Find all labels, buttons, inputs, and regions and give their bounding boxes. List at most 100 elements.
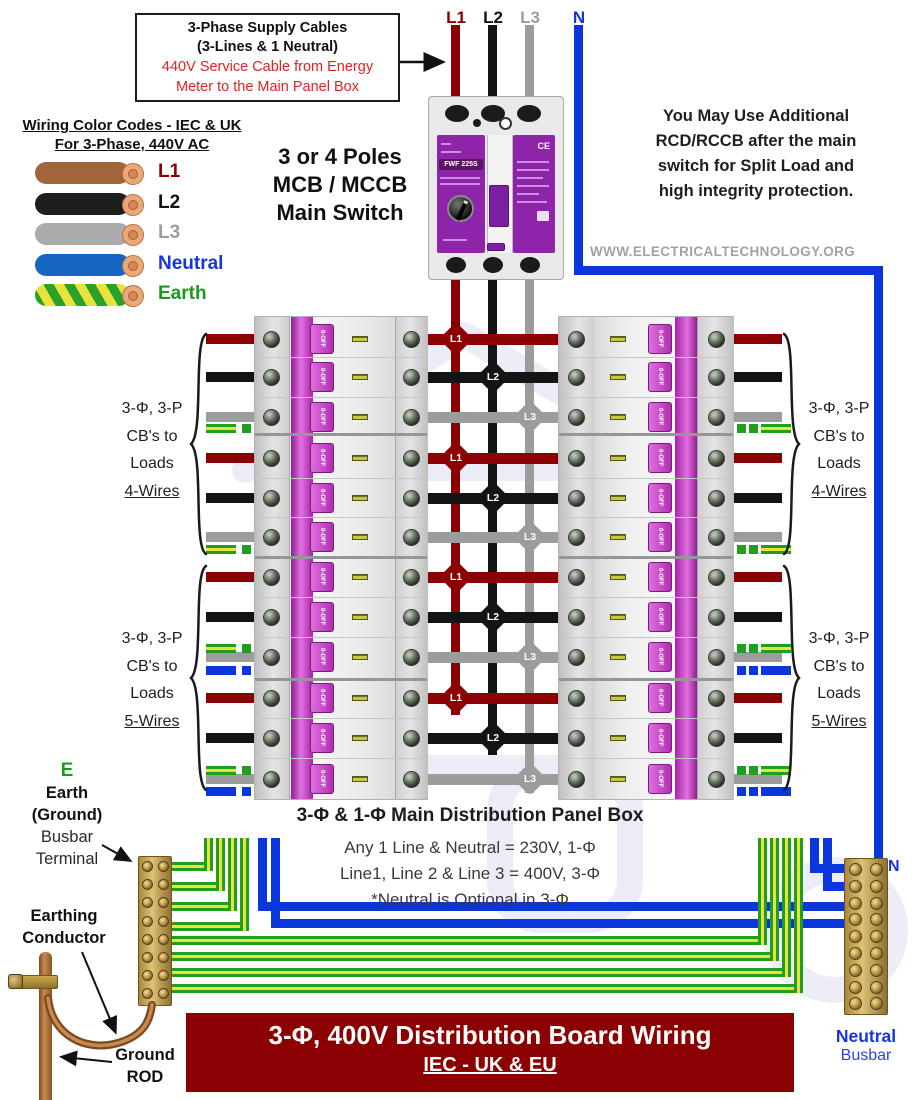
mccb-left-panel: FWF 225S (437, 135, 485, 253)
cable-marker-dash (242, 666, 251, 675)
legend-cable-core (122, 285, 144, 307)
breaker-toggle[interactable]: 0-OFF (648, 602, 672, 632)
toggle-label: 0-OFF (657, 408, 663, 426)
breaker-terminal-screw (262, 408, 280, 426)
busbar-screw (158, 988, 169, 1000)
phase-node-l3: L3 (512, 520, 547, 554)
breaker-terminal-screw (402, 330, 420, 348)
legend-cable-core (122, 193, 144, 216)
breaker-terminal-screw (402, 608, 420, 626)
toggle-label: 0-OFF (657, 608, 663, 626)
mccb-toggle-handle[interactable] (489, 185, 509, 227)
breaker-terminal-screw (567, 408, 585, 426)
breaker-toggle[interactable]: 0-OFF (648, 483, 672, 513)
breaker-toggle[interactable]: 0-OFF (648, 723, 672, 753)
mccb-terminal (483, 257, 503, 273)
breaker-indicator-window (610, 374, 626, 380)
load-wire-right-l3 (730, 774, 782, 784)
mccb-terminal (481, 105, 505, 122)
toggle-label: 0-OFF (657, 770, 663, 788)
cable-marker-bar (761, 666, 791, 675)
phase-node-label: L1 (449, 692, 463, 704)
breaker-divider (559, 758, 733, 759)
phase-node-l1: L1 (439, 681, 473, 715)
website-watermark: WWW.ELECTRICALTECHNOLOGY.ORG (590, 244, 856, 259)
cb-label-line: 3-Φ, 3-P (121, 400, 183, 417)
toggle-label: 0-OFF (319, 729, 325, 747)
cable-marker-dash (737, 766, 746, 775)
cable-marker-bar (761, 424, 791, 433)
phase-node-label: L2 (486, 492, 499, 504)
cb-label-line: CB's to (126, 427, 178, 445)
phase-node-label: L2 (486, 611, 499, 623)
breaker-toggle[interactable]: 0-OFF (310, 723, 334, 753)
breaker-terminal-screw (402, 568, 420, 586)
breaker-terminal-screw (567, 330, 585, 348)
earth-wire-horizontal (170, 862, 213, 871)
phase-node-label: L1 (449, 571, 463, 583)
busbar-screw (870, 913, 883, 927)
phase-node-label: L3 (523, 651, 536, 663)
toggle-label: 0-OFF (319, 528, 325, 546)
mccb-main-switch: FWF 225S CE (428, 96, 564, 280)
neutral-wire-vertical (271, 838, 280, 928)
cb-label-line: CB's to (813, 427, 865, 445)
breaker-terminal-screw (402, 408, 420, 426)
breaker-toggle[interactable]: 0-OFF (648, 402, 672, 432)
earth-label-line: Busbar (40, 828, 94, 846)
panel-title: 3-Φ & 1-Φ Main Distribution Panel Box (296, 805, 644, 826)
breaker-toggle[interactable]: 0-OFF (648, 683, 672, 713)
breaker-terminal-screw (567, 770, 585, 788)
cb-label-right-4wires: 3-Φ, 3-P CB's to Loads 4-Wires (784, 395, 894, 505)
load-wire-left-l1 (206, 453, 258, 463)
breaker-toggle[interactable]: 0-OFF (310, 362, 334, 392)
breaker-terminal-screw (262, 729, 280, 747)
toggle-label: 0-OFF (657, 449, 663, 467)
breaker-toggle[interactable]: 0-OFF (310, 562, 334, 592)
cable-marker-bar (761, 766, 791, 775)
breaker-toggle[interactable]: 0-OFF (310, 764, 334, 794)
breaker-toggle[interactable]: 0-OFF (310, 683, 334, 713)
breaker-toggle[interactable]: 0-OFF (310, 602, 334, 632)
breaker-toggle[interactable]: 0-OFF (648, 443, 672, 473)
main-switch-line2: MCB / MCCB (272, 172, 408, 197)
breaker-divider (255, 478, 427, 479)
breaker-toggle[interactable]: 0-OFF (310, 522, 334, 552)
phase-node-l2: L2 (475, 360, 510, 394)
cb-label-line: 3-Φ, 3-P (121, 630, 183, 647)
breaker-toggle[interactable]: 0-OFF (648, 642, 672, 672)
breaker-toggle[interactable]: 0-OFF (648, 362, 672, 392)
breaker-toggle[interactable]: 0-OFF (648, 324, 672, 354)
neutral-feeder-wire-horizontal (574, 266, 883, 275)
breaker-divider (255, 597, 427, 598)
phase-node-l1: L1 (439, 560, 473, 594)
breaker-terminal-screw (262, 489, 280, 507)
legend-title-line1: Wiring Color Codes - IEC & UK (22, 117, 242, 134)
busbar-screw (849, 997, 862, 1011)
breaker-toggle[interactable]: 0-OFF (648, 562, 672, 592)
toggle-label: 0-OFF (657, 489, 663, 507)
panel-note1: Any 1 Line & Neutral = 230V, 1-Φ (344, 838, 596, 857)
label-l1-top: L1 (446, 8, 466, 27)
cable-marker-dash (749, 787, 758, 796)
legend-label-l2: L2 (158, 191, 181, 213)
breaker-toggle[interactable]: 0-OFF (310, 402, 334, 432)
breaker-toggle[interactable]: 0-OFF (310, 642, 334, 672)
banner-subtitle: IEC - UK & EU (423, 1054, 557, 1076)
cable-marker-bar (761, 545, 791, 554)
breaker-indicator-window (610, 336, 626, 342)
cable-marker-dash (749, 545, 758, 554)
breaker-toggle[interactable]: 0-OFF (310, 483, 334, 513)
busbar-screw (849, 879, 862, 893)
phase-node-l2: L2 (475, 600, 510, 634)
earthing-conductor-label: Earthing Conductor (4, 905, 124, 949)
busbar-screw (870, 930, 883, 944)
breaker-toggle[interactable]: 0-OFF (648, 522, 672, 552)
breaker-divider (255, 433, 427, 436)
breaker-terminal-screw (262, 770, 280, 788)
breaker-toggle[interactable]: 0-OFF (310, 324, 334, 354)
mccb-rotary-knob[interactable] (447, 195, 474, 222)
cb-label-line: Loads (817, 685, 861, 702)
breaker-toggle[interactable]: 0-OFF (648, 764, 672, 794)
breaker-toggle[interactable]: 0-OFF (310, 443, 334, 473)
